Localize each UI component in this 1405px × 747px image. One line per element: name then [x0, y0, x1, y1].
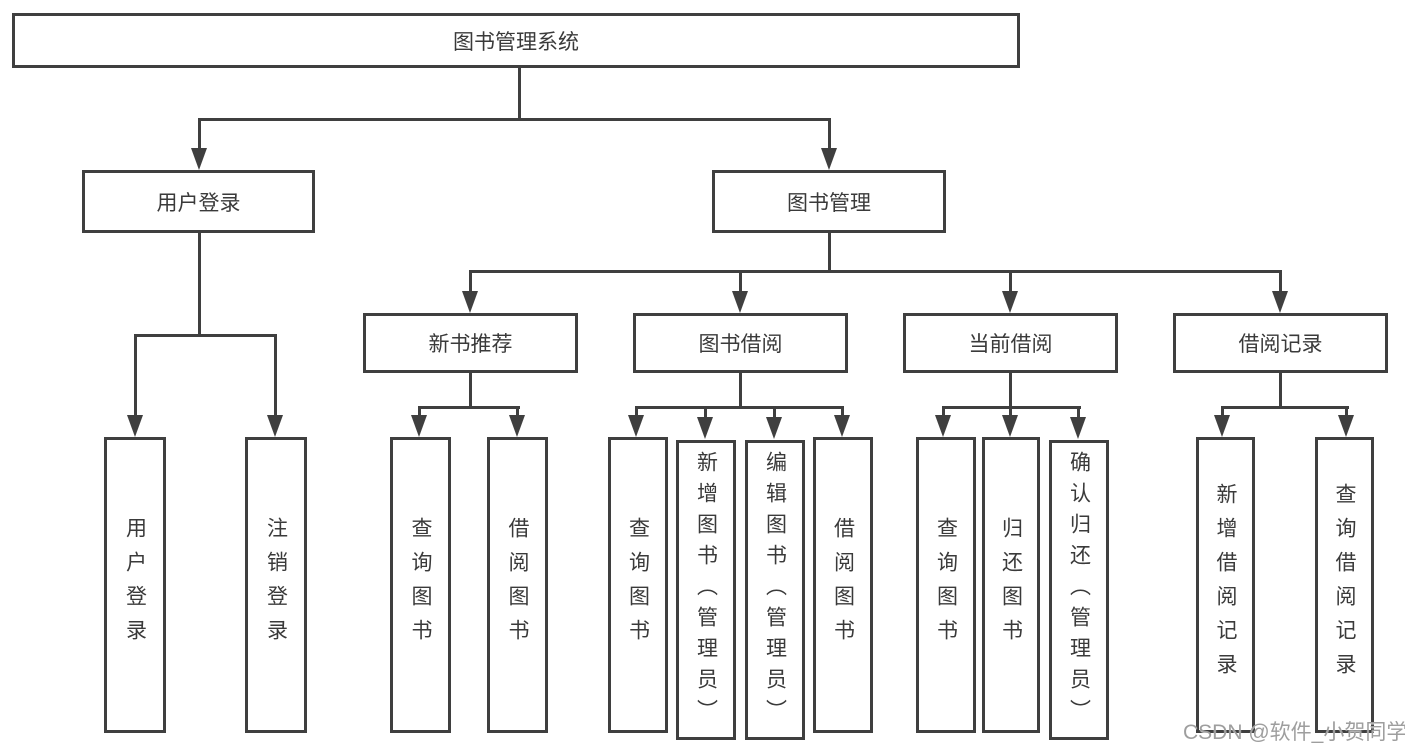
arrow-down-icon: [834, 415, 850, 437]
arrow-down-icon: [766, 417, 782, 439]
arrow-down-icon: [411, 415, 427, 437]
node-query-books-recommend: 查询图书: [390, 437, 451, 733]
node-add-borrow-record: 新增借阅记录: [1196, 437, 1255, 733]
node-return-books: 归还图书: [982, 437, 1040, 733]
connector-line: [198, 118, 201, 152]
connector-line: [1009, 270, 1012, 293]
arrow-down-icon: [127, 415, 143, 437]
arrow-down-icon: [628, 415, 644, 437]
node-label: 确认归还（管理员）: [1067, 450, 1091, 730]
connector-line: [1345, 406, 1348, 417]
arrow-down-icon: [1070, 417, 1086, 439]
connector-line: [469, 270, 1282, 273]
arrow-down-icon: [1002, 415, 1018, 437]
node-label: 图书管理系统: [453, 30, 579, 54]
node-borrow-books: 借阅图书: [813, 437, 873, 733]
connector-line: [739, 270, 742, 293]
connector-line: [418, 406, 520, 409]
node-user-login: 用户登录: [82, 170, 315, 233]
node-label: 借阅图书: [506, 517, 529, 653]
connector-line: [828, 233, 831, 272]
node-borrow-books-recommend: 借阅图书: [487, 437, 548, 733]
node-query-books-borrow: 查询图书: [608, 437, 668, 733]
arrow-down-icon: [821, 148, 837, 170]
arrow-down-icon: [1338, 415, 1354, 437]
node-label: 借阅记录: [1238, 333, 1323, 356]
node-label: 查询图书: [626, 517, 650, 653]
connector-line: [198, 233, 201, 336]
node-label: 新书推荐: [428, 333, 513, 356]
node-label: 用户登录: [123, 517, 147, 653]
node-edit-books-admin: 编辑图书（管理员）: [745, 440, 805, 740]
arrow-down-icon: [697, 417, 713, 439]
arrow-down-icon: [1214, 415, 1230, 437]
node-confirm-return-admin: 确认归还（管理员）: [1049, 440, 1109, 740]
node-borrow-record: 借阅记录: [1173, 313, 1388, 373]
connector-line: [274, 334, 277, 416]
node-label: 新增借阅记录: [1214, 483, 1237, 687]
connector-line: [1279, 373, 1282, 408]
connector-line: [1077, 406, 1080, 417]
connector-line: [1221, 406, 1349, 409]
connector-line: [635, 406, 844, 409]
node-label: 新增图书（管理员）: [694, 450, 718, 730]
node-label: 查询借阅记录: [1333, 483, 1356, 687]
node-logout: 注销登录: [245, 437, 307, 733]
node-user-login-leaf: 用户登录: [104, 437, 166, 733]
node-add-books-admin: 新增图书（管理员）: [676, 440, 736, 740]
node-label: 用户登录: [156, 191, 241, 215]
connector-line: [635, 406, 638, 417]
connector-line: [1009, 406, 1012, 417]
connector-line: [516, 406, 519, 417]
node-label: 借阅图书: [831, 517, 855, 653]
node-query-borrow-record: 查询借阅记录: [1315, 437, 1374, 733]
node-book-borrow: 图书借阅: [633, 313, 848, 373]
arrow-down-icon: [935, 415, 951, 437]
connector-line: [418, 406, 421, 417]
node-query-books-current: 查询图书: [916, 437, 976, 733]
arrow-down-icon: [509, 415, 525, 437]
arrow-down-icon: [191, 148, 207, 170]
node-label: 查询图书: [934, 517, 958, 653]
connector-line: [841, 406, 844, 417]
connector-line: [828, 118, 831, 152]
node-library-management-system: 图书管理系统: [12, 13, 1020, 68]
node-label: 图书借阅: [698, 333, 783, 356]
connector-line: [1221, 406, 1224, 417]
node-label: 注销登录: [264, 517, 288, 653]
arrow-down-icon: [1272, 291, 1288, 313]
arrow-down-icon: [1002, 291, 1018, 313]
connector-line: [518, 67, 521, 120]
connector-line: [1009, 373, 1012, 408]
connector-line: [773, 406, 776, 417]
connector-line: [739, 373, 742, 408]
arrow-down-icon: [732, 291, 748, 313]
watermark: CSDN @软件_小贺同学: [1183, 721, 1405, 744]
node-label: 查询图书: [409, 517, 432, 653]
connector-line: [942, 406, 945, 417]
connector-line: [134, 334, 137, 416]
node-label: 图书管理: [787, 191, 871, 215]
node-label: 编辑图书（管理员）: [763, 450, 787, 730]
node-new-book-recommend: 新书推荐: [363, 313, 578, 373]
connector-line: [704, 406, 707, 417]
arrow-down-icon: [267, 415, 283, 437]
connector-line: [469, 270, 472, 293]
connector-line: [469, 373, 472, 408]
arrow-down-icon: [462, 291, 478, 313]
node-book-management: 图书管理: [712, 170, 946, 233]
node-label: 当前借阅: [968, 333, 1053, 356]
connector-line: [134, 334, 277, 337]
node-current-borrow: 当前借阅: [903, 313, 1118, 373]
connector-line: [198, 118, 831, 121]
connector-line: [1279, 270, 1282, 293]
node-label: 归还图书: [999, 517, 1023, 653]
